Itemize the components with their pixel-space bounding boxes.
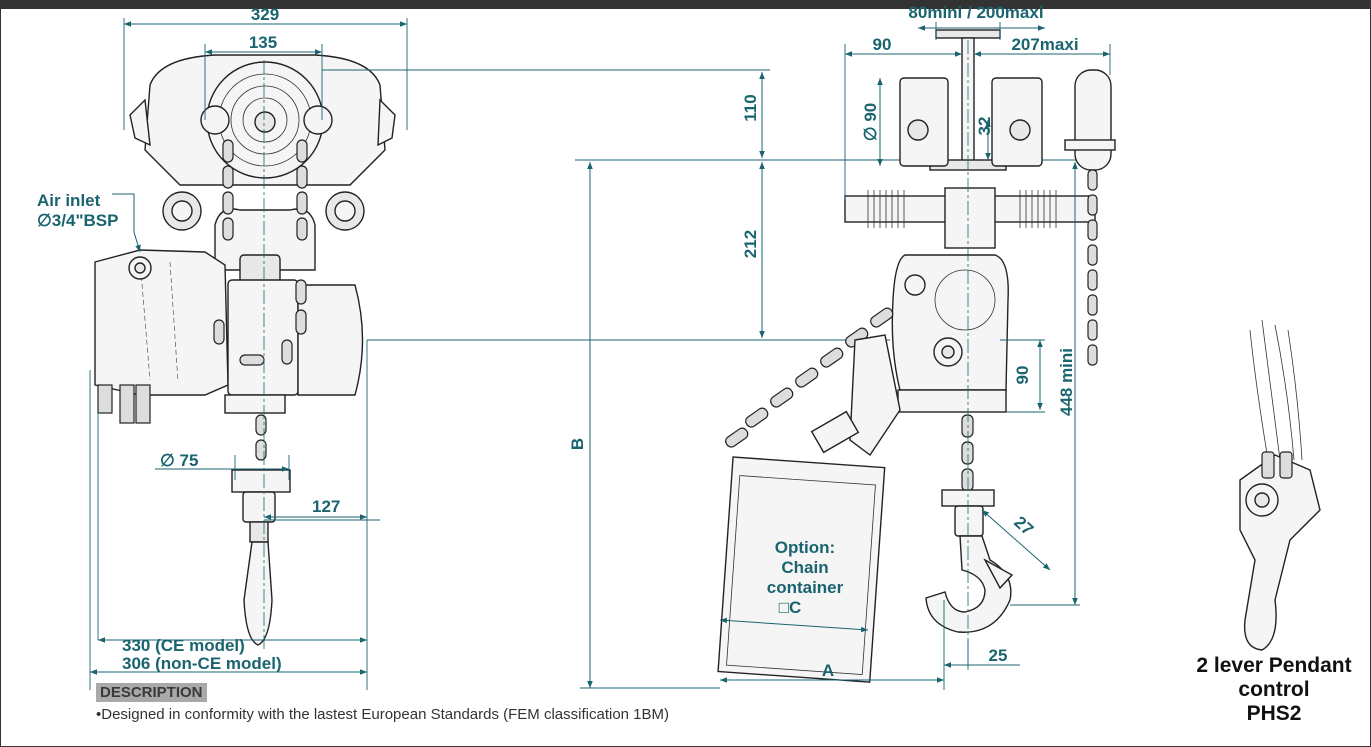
hand-chain xyxy=(1087,169,1098,366)
pendant-label-line1: 2 lever Pendant xyxy=(1196,654,1352,677)
pendant-label-line2: control xyxy=(1238,678,1310,701)
option-label-line2: Chain xyxy=(781,558,828,577)
option-label-line1: Option: xyxy=(775,538,835,557)
dim-hook-offset: 127 xyxy=(312,497,340,516)
dim-width-non-ce: 306 (non-CE model) xyxy=(122,654,282,673)
top-border-bar xyxy=(0,0,1371,9)
dim-body-height: 212 xyxy=(741,230,760,258)
dim-block-height: 90 xyxy=(1013,366,1032,385)
air-inlet-size: ∅3/4"BSP xyxy=(37,211,118,230)
dim-width-ce: 330 (CE model) xyxy=(122,636,245,655)
dim-rail-height: 32 xyxy=(975,117,994,136)
dim-top-height: 110 xyxy=(741,94,760,121)
dim-container-distance: A xyxy=(822,661,834,680)
front-view xyxy=(94,54,396,650)
dim-trolley-width: 135 xyxy=(249,33,277,52)
dim-overall-width: 329 xyxy=(251,5,279,24)
front-dimensions xyxy=(89,18,408,690)
side-dimensions xyxy=(719,22,1111,690)
load-chain xyxy=(961,414,974,492)
dim-headroom: 448 mini xyxy=(1057,348,1076,416)
dim-hook-offset-side: 25 xyxy=(989,646,1008,665)
dim-left-offset: 90 xyxy=(873,35,892,54)
dim-lift-height: B xyxy=(568,438,587,450)
air-inlet-title: Air inlet xyxy=(37,191,101,210)
pendant-label-line3: PHS2 xyxy=(1246,702,1302,725)
description-section: DESCRIPTION •Designed in conformity with… xyxy=(96,683,776,724)
dim-beam-flange: 80mini / 200maxi xyxy=(908,3,1043,22)
option-label-line4: □C xyxy=(779,598,802,617)
description-text: •Designed in conformity with the lastest… xyxy=(96,706,670,723)
pendant-label: 2 lever Pendant control PHS2 xyxy=(1176,654,1371,726)
pendant-control xyxy=(1239,319,1321,651)
dim-chain-diameter: ∅ 75 xyxy=(160,451,198,470)
description-heading: DESCRIPTION xyxy=(96,683,207,702)
dim-hook-throat: 27 xyxy=(1010,513,1037,540)
slack-chain xyxy=(725,307,894,448)
dim-right-offset: 207maxi xyxy=(1011,35,1078,54)
dim-wheel-diameter: ∅ 90 xyxy=(861,103,880,141)
option-label-line3: container xyxy=(767,578,844,597)
